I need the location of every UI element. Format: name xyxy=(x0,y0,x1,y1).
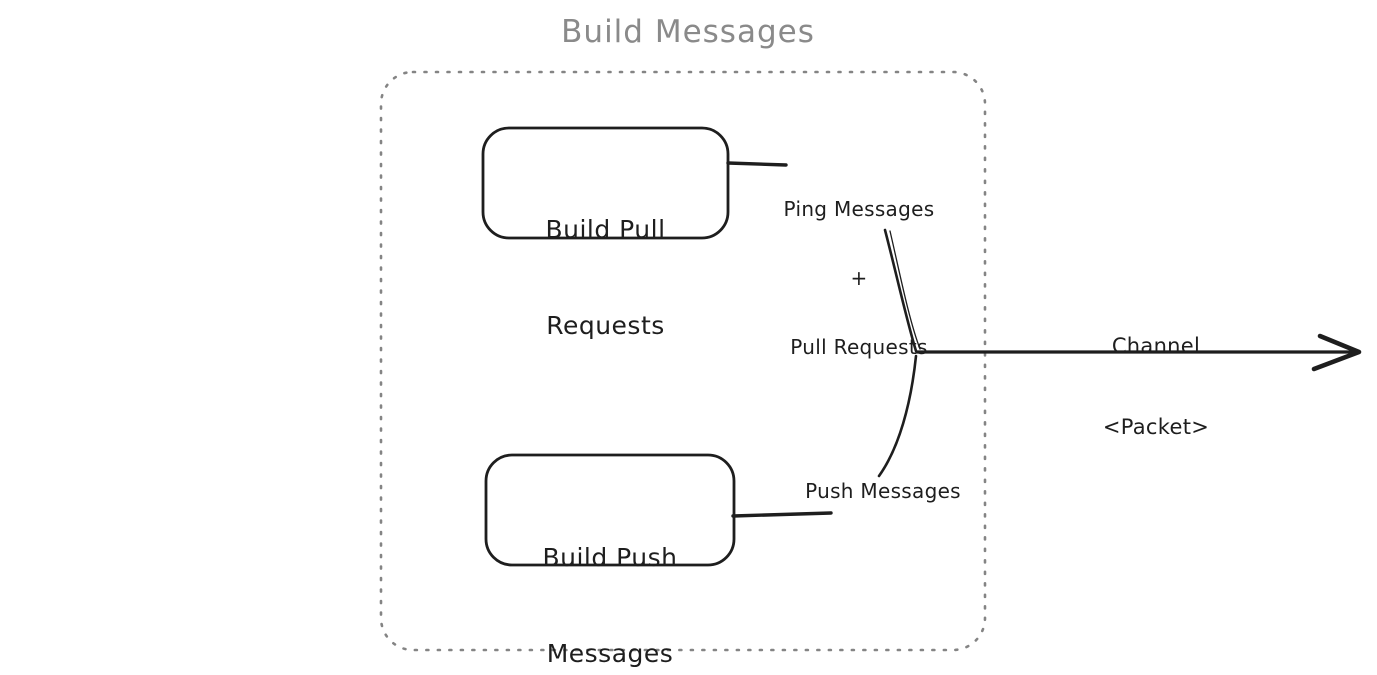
build-push-messages-label-line2: Messages xyxy=(546,639,674,668)
ping-pull-edge-label-line2: + xyxy=(850,266,868,290)
build-push-messages-label: Build Push Messages xyxy=(486,478,734,675)
pull-to-junction-curve xyxy=(883,228,918,353)
push-to-junction-curve xyxy=(877,354,918,478)
channel-packet-edge-label: Channel <Packet> xyxy=(1103,279,1209,495)
build-push-messages-label-line1: Build Push xyxy=(542,543,678,572)
pull-to-junction-curve-sketch xyxy=(889,230,921,350)
push-messages-edge-label: Push Messages xyxy=(805,479,961,503)
build-pull-requests-label-line1: Build Pull xyxy=(545,215,666,244)
push-connector-line xyxy=(731,511,833,518)
channel-packet-edge-label-line1: Channel xyxy=(1111,334,1201,358)
channel-arrow-head xyxy=(1311,333,1362,372)
build-pull-requests-label: Build Pull Requests xyxy=(483,150,728,406)
ping-pull-edge-label: Ping Messages + Pull Requests xyxy=(784,152,935,405)
build-pull-requests-node xyxy=(481,126,730,240)
diagram-title: Build Messages xyxy=(561,14,815,50)
ping-pull-edge-label-line1: Ping Messages xyxy=(783,197,935,221)
channel-packet-edge-label-line2: <Packet> xyxy=(1102,415,1210,439)
pull-connector-line xyxy=(726,161,788,167)
build-pull-requests-label-line2: Requests xyxy=(546,311,665,340)
build-messages-group-border xyxy=(379,70,987,652)
ping-pull-edge-label-line3: Pull Requests xyxy=(790,335,928,359)
build-push-messages-node xyxy=(484,453,736,567)
